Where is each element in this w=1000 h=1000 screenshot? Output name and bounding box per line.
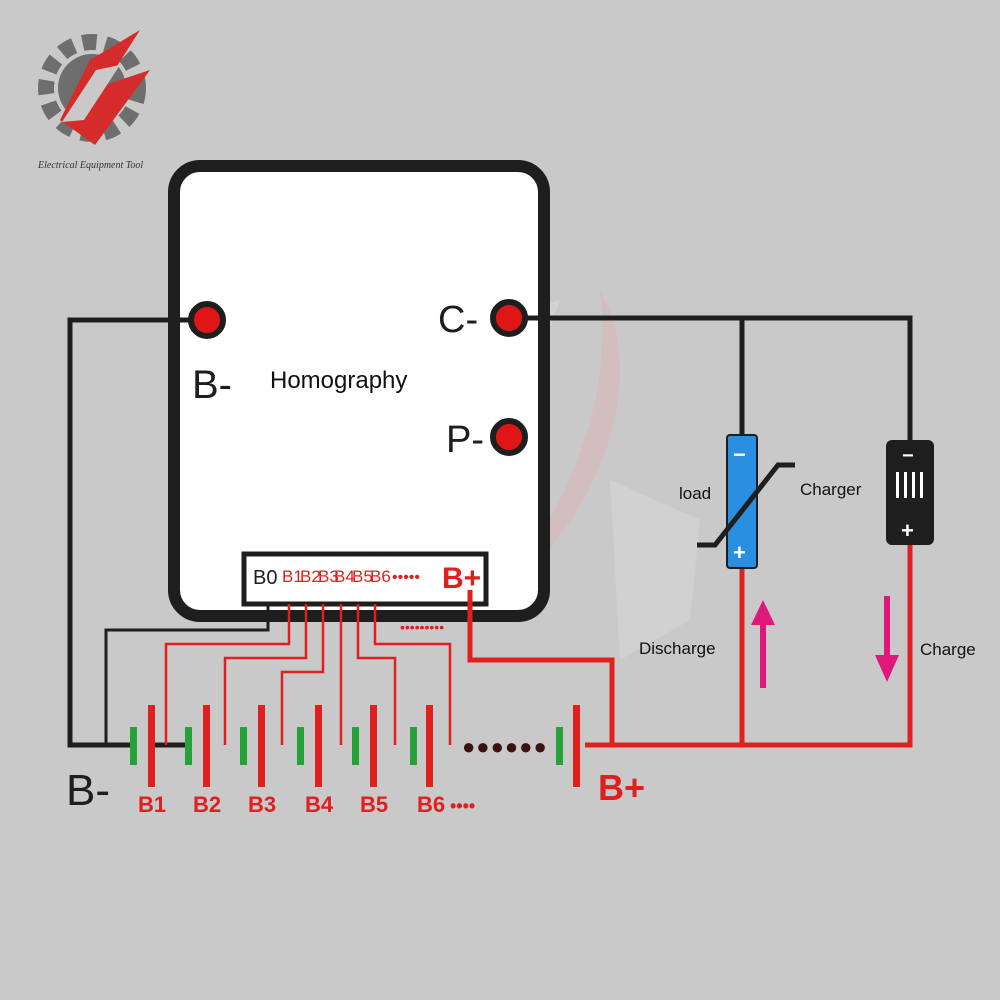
cell-label-b5: B5 (360, 792, 388, 817)
pin-b1: B1 (282, 567, 303, 586)
red-balance-wires (164, 604, 452, 745)
cell-b2 (185, 705, 210, 787)
cell-labels: B1 B2 B3 B4 B5 B6 •••• (138, 792, 475, 817)
battery-pack: ●●●●●● (130, 705, 580, 787)
header-dots-below: ••••••••• (400, 619, 444, 635)
bms-p-minus-label: P- (446, 419, 484, 461)
charge-arrow-icon (875, 596, 899, 682)
cell-b6 (410, 705, 433, 787)
pin-b5: B5 (352, 567, 373, 586)
load-plus: + (733, 540, 746, 565)
charge-label: Charge (920, 640, 976, 659)
cell-label-b6: B6 (417, 792, 445, 817)
bms-board: B- C- P- Homography B0 B1 B2 B3 B4 B5 B6… (168, 160, 550, 622)
cell-last (556, 705, 580, 787)
load-device: − + (697, 434, 795, 569)
pin-ellipsis: ••••• (392, 569, 420, 586)
discharge-arrow-icon (751, 600, 775, 688)
gear-bolt-logo: Electrical Equipment Tool (37, 30, 150, 171)
cell-b3 (240, 705, 265, 787)
b-minus-terminal (188, 301, 226, 339)
charger-plus: + (901, 518, 914, 543)
pin-b3: B3 (318, 567, 339, 586)
balance-connector (241, 551, 489, 607)
charger-device: − + (886, 440, 934, 545)
load-minus: − (733, 442, 746, 467)
bms-c-minus-label: C- (438, 299, 478, 341)
variable-load-symbol (697, 462, 795, 548)
pin-b6: B6 (370, 567, 391, 586)
cell-label-b4: B4 (305, 792, 334, 817)
bms-b-minus-label: B- (192, 363, 232, 407)
cell-b4 (297, 705, 322, 787)
bms-title: Homography (270, 367, 407, 394)
charger-minus: − (902, 445, 914, 467)
cell-b1 (130, 705, 155, 787)
red-main-wires (467, 545, 913, 748)
p-minus-terminal (490, 418, 528, 456)
pack-b-plus-label: B+ (598, 767, 645, 808)
charger-label: Charger (800, 480, 862, 499)
cell-label-ellipsis: •••• (450, 796, 475, 816)
pin-b0: B0 (253, 567, 277, 589)
cell-b5 (352, 705, 377, 787)
c-minus-terminal (490, 299, 528, 337)
logo-caption: Electrical Equipment Tool (37, 160, 143, 171)
pin-b2: B2 (300, 567, 321, 586)
discharge-label: Discharge (639, 639, 716, 658)
pin-bplus: B+ (442, 562, 481, 595)
battery-mid-ellipsis: ●●●●●● (462, 734, 548, 759)
pack-b-minus-label: B- (66, 766, 110, 815)
cell-label-b1: B1 (138, 792, 166, 817)
cell-label-b3: B3 (248, 792, 276, 817)
pin-b4: B4 (334, 567, 355, 586)
cell-label-b2: B2 (193, 792, 221, 817)
load-label: load (679, 484, 711, 503)
black-wires (67, 315, 913, 748)
